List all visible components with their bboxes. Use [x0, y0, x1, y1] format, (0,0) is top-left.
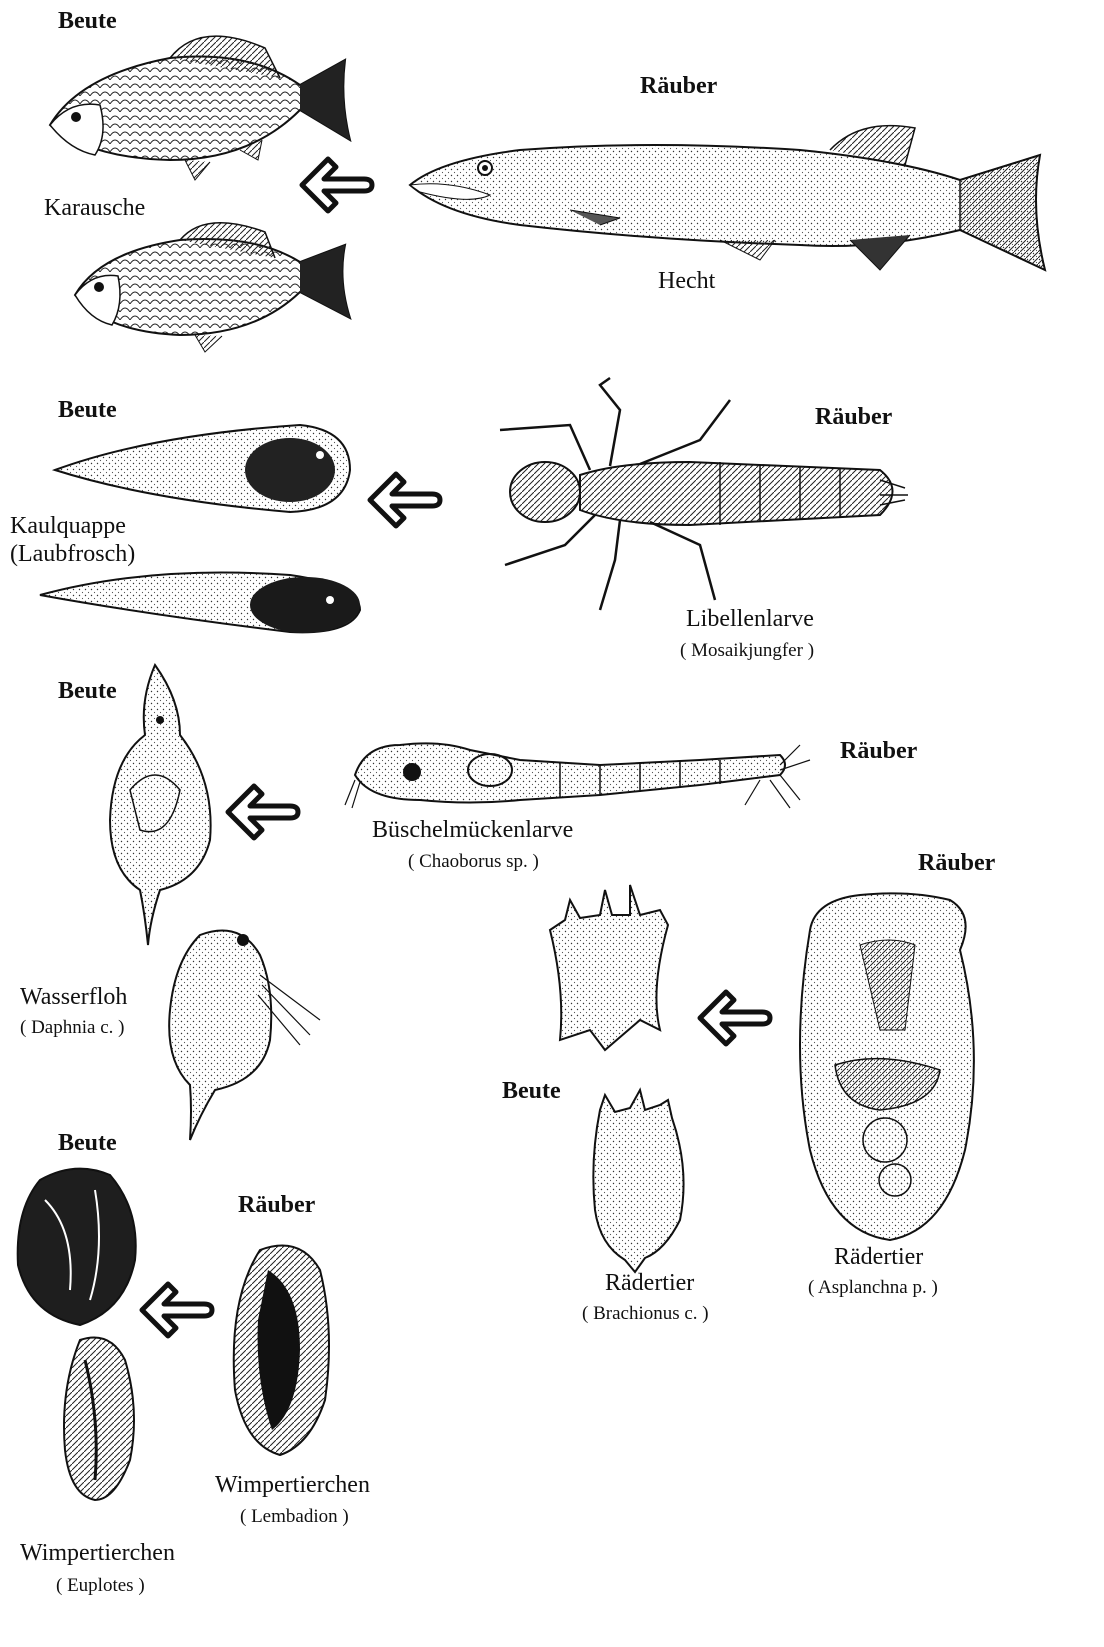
water-flea-drawing-1 [110, 665, 211, 945]
tadpole-drawing-1 [55, 425, 350, 512]
section4-prey-name: Rädertier [605, 1270, 694, 1298]
section3-predator-heading: Räuber [840, 738, 917, 766]
section3-predator-name: Büschelmückenlarve [372, 817, 573, 845]
crucian-carp-drawing-2 [75, 223, 350, 352]
section5-predator-name: Wimpertierchen [215, 1472, 370, 1500]
predation-arrow-5 [142, 1284, 212, 1336]
section4-predator-latin: ( Asplanchna p. ) [808, 1277, 938, 1299]
predation-arrow-1 [302, 159, 372, 211]
crucian-carp-drawing-1 [50, 36, 350, 180]
tadpole-drawing-2 [40, 573, 360, 634]
section4-predator-heading: Räuber [918, 850, 995, 878]
section5-predator-heading: Räuber [238, 1192, 315, 1220]
section3-predator-latin: ( Chaoborus sp. ) [408, 851, 539, 873]
ciliate-euplotes-drawing-1 [18, 1169, 136, 1325]
phantom-midge-larva-drawing [345, 743, 810, 808]
section2-prey-name-line1: Kaulquappe [10, 513, 126, 541]
rotifer-brachionus-drawing-2 [593, 1090, 683, 1272]
section3-prey-latin: ( Daphnia c. ) [20, 1017, 124, 1039]
section4-prey-heading: Beute [502, 1078, 561, 1106]
water-flea-drawing-2 [169, 931, 320, 1141]
ciliate-euplotes-drawing-2 [64, 1338, 134, 1501]
predation-arrow-3 [228, 786, 298, 838]
section1-predator-name: Hecht [658, 268, 715, 296]
section2-predator-heading: Räuber [815, 404, 892, 432]
section2-predator-name: Libellenlarve [686, 606, 814, 634]
predation-arrow-2 [370, 474, 440, 526]
section2-prey-name-line2: (Laubfrosch) [10, 541, 135, 569]
section1-prey-heading: Beute [58, 8, 117, 36]
section5-prey-name: Wimpertierchen [20, 1540, 175, 1568]
section2-prey-heading: Beute [58, 397, 117, 425]
section4-prey-latin: ( Brachionus c. ) [582, 1303, 709, 1325]
section3-prey-name: Wasserfloh [20, 984, 127, 1012]
predation-arrow-4 [700, 992, 770, 1044]
section1-predator-heading: Räuber [640, 73, 717, 101]
section2-predator-latin: ( Mosaikjungfer ) [680, 640, 814, 662]
section5-prey-heading: Beute [58, 1130, 117, 1158]
section4-predator-name: Rädertier [834, 1244, 923, 1272]
section5-prey-latin: ( Euplotes ) [56, 1575, 145, 1597]
section5-predator-latin: ( Lembadion ) [240, 1506, 349, 1528]
section3-prey-heading: Beute [58, 678, 117, 706]
rotifer-brachionus-drawing-1 [550, 885, 668, 1050]
section1-prey-name: Karausche [44, 195, 145, 223]
pike-drawing [410, 126, 1045, 270]
ciliate-lembadion-drawing [234, 1246, 329, 1456]
rotifer-asplanchna-drawing [800, 893, 974, 1240]
